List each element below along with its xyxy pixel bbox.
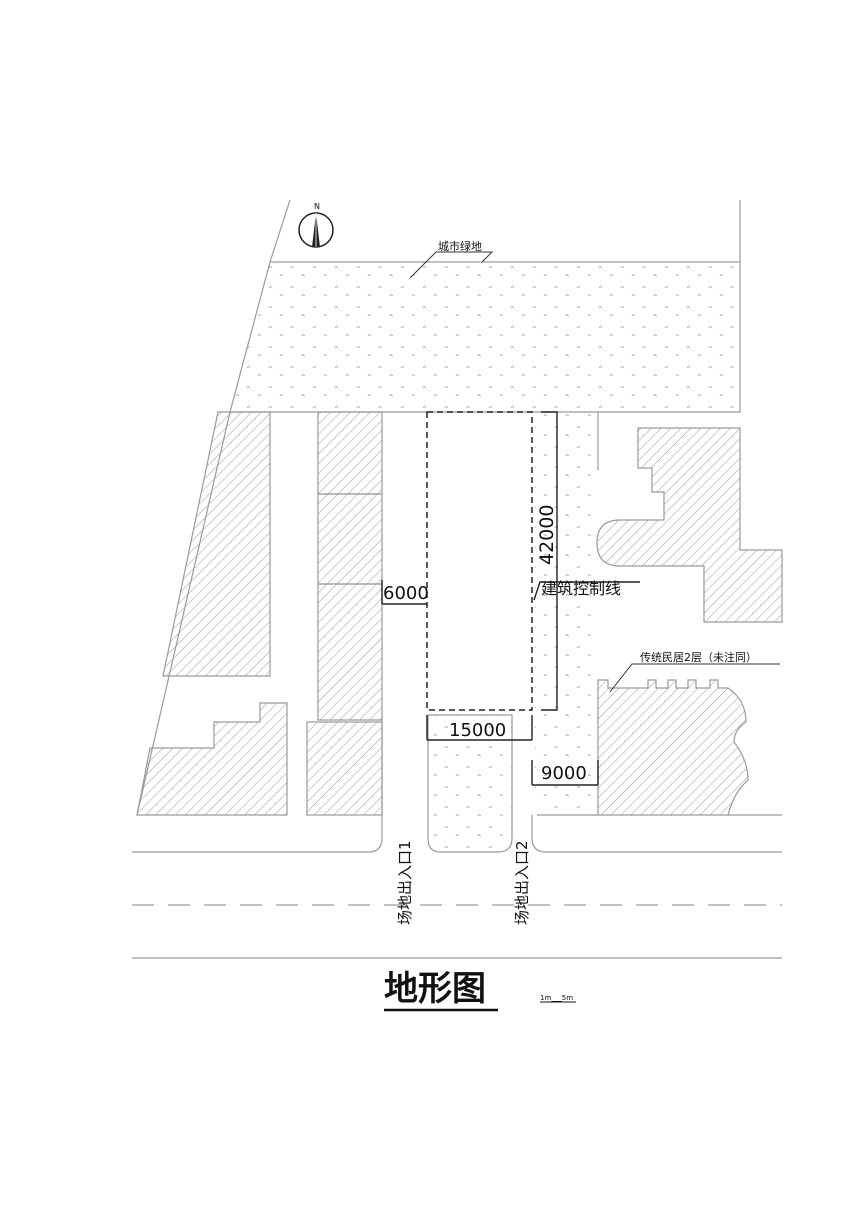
dim-6000: 6000: [383, 583, 429, 604]
dim-42000: 42000: [536, 505, 558, 565]
building-column-1: [317, 411, 383, 495]
building-west-wedge: [162, 411, 271, 677]
scale-bar: 1m___5m: [540, 994, 573, 1002]
label-control-line: 建筑控制线: [541, 579, 621, 598]
leader-lines: [409, 251, 780, 693]
north-arrow-icon: [298, 212, 334, 248]
green-space-area: [229, 261, 741, 413]
dimension-lines: [381, 411, 640, 786]
building-column-4: [306, 721, 383, 816]
drawing-title: 地形图: [384, 969, 486, 1009]
road-lines: [132, 720, 782, 959]
building-southwest: [136, 702, 288, 816]
label-entrance-2: 场地出入口2: [513, 840, 531, 925]
label-traditional-houses: 传统民居2层（未注同）: [640, 650, 757, 664]
building-column-3: [317, 583, 383, 721]
dim-15000: 15000: [449, 720, 506, 741]
green-strip-east: [535, 412, 598, 815]
building-northeast: [596, 427, 783, 623]
building-control-line: [426, 411, 533, 711]
dim-9000: 9000: [541, 763, 587, 784]
north-label: N: [314, 202, 320, 211]
green-strip-south: [427, 714, 513, 853]
building-traditional-houses: [597, 679, 749, 816]
label-entrance-1: 场地出入口1: [396, 840, 414, 925]
building-column-2: [317, 493, 383, 585]
label-green-space: 城市绿地: [438, 239, 482, 253]
site-boundary: [269, 199, 741, 263]
